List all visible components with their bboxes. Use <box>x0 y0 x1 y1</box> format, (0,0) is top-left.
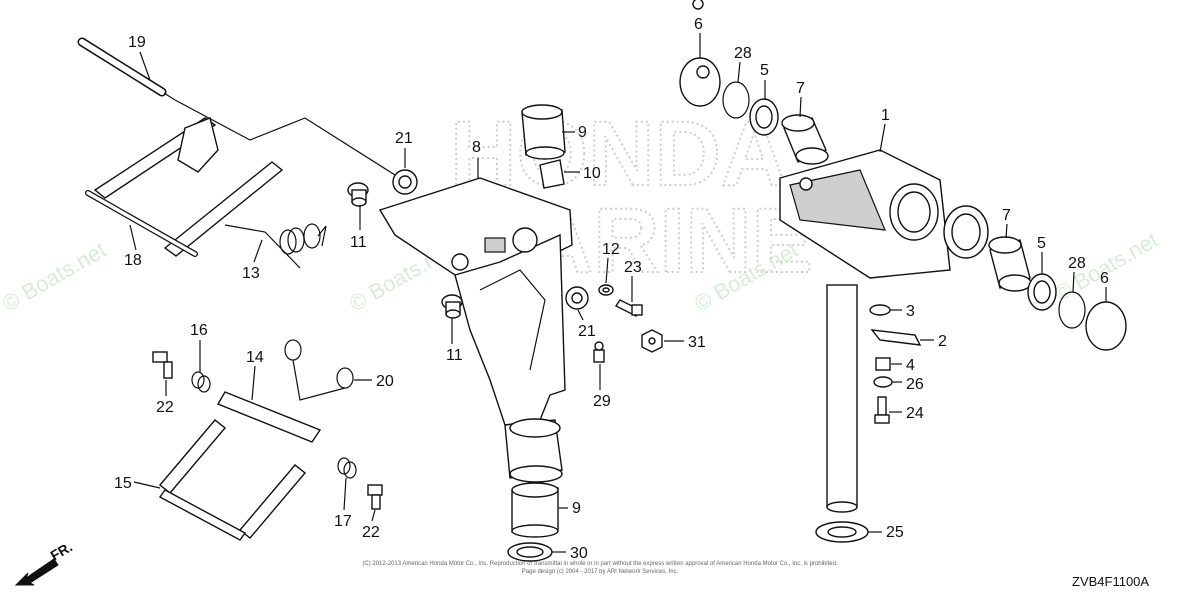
part-6-cap-upper <box>679 57 721 107</box>
callout-20: 20 <box>376 373 394 390</box>
watermark: © Boats.net <box>0 237 110 316</box>
callout-30: 30 <box>570 545 588 562</box>
reference-mark <box>692 0 704 10</box>
part-1-swivel-shaft <box>779 149 989 513</box>
part-22-bolt-left <box>152 351 173 379</box>
copyright-line-2: Page design (c) 2004 - 2017 by ARI Netwo… <box>521 569 679 575</box>
callout-28: 28 <box>1068 255 1086 272</box>
callout-5: 5 <box>1037 235 1046 252</box>
part-11-bushing-lower <box>441 294 463 319</box>
callout-19: 19 <box>128 34 146 51</box>
callout-6: 6 <box>694 16 703 33</box>
part-31-nut <box>641 329 663 353</box>
part-12-washer <box>598 284 614 296</box>
part-28-circlip-lower <box>1058 291 1086 329</box>
callout-7: 7 <box>796 80 805 97</box>
part-4-collar <box>875 357 891 371</box>
part-6-cap-lower <box>1085 301 1127 351</box>
diagram-code: ZVB4F1100A <box>1072 574 1150 589</box>
part-2-arm <box>870 329 922 346</box>
part-9-bushing-lower <box>511 482 559 538</box>
callout-13: 13 <box>242 265 260 282</box>
part-20-spring <box>284 339 354 401</box>
part-3-clip <box>869 304 891 316</box>
part-28-circlip-upper <box>722 81 750 119</box>
part-5-washer-lower <box>1027 273 1057 311</box>
callout-21: 21 <box>578 323 596 340</box>
part-9-bushing-upper <box>521 104 566 160</box>
callout-11: 11 <box>350 234 367 251</box>
part-15-bracket <box>158 419 306 541</box>
callout-8: 8 <box>472 139 481 156</box>
part-23-bolt <box>614 299 643 317</box>
callout-10: 10 <box>583 165 601 182</box>
part-11-bushing <box>347 182 369 207</box>
callout-24: 24 <box>906 405 924 422</box>
part-24-bolt <box>874 396 890 424</box>
callout-22: 22 <box>156 399 174 416</box>
part-13-spring <box>224 223 327 269</box>
part-25-washer <box>815 521 869 543</box>
callout-9: 9 <box>572 500 581 517</box>
part-30-seal <box>507 542 553 562</box>
part-29-grease-nipple <box>593 341 605 363</box>
callout-4: 4 <box>906 357 915 374</box>
part-22-bolt-right <box>367 484 383 510</box>
callout-7: 7 <box>1002 207 1011 224</box>
callout-25: 25 <box>886 524 904 541</box>
callout-5: 5 <box>760 62 769 79</box>
part-21-bushing-lower <box>565 286 589 310</box>
part-18-bracket <box>85 117 284 257</box>
part-16-spring <box>191 371 211 393</box>
part-7-bushing-upper <box>781 114 829 165</box>
callouts: 19 18 13 21 11 8 9 10 12 23 21 11 29 31 … <box>114 16 1109 562</box>
callout-28: 28 <box>734 45 752 62</box>
part-19-pin <box>77 37 176 101</box>
part-17-spring <box>337 457 357 479</box>
callout-16: 16 <box>190 322 208 339</box>
callout-6: 6 <box>1100 270 1109 287</box>
callout-23: 23 <box>624 259 642 276</box>
copyright-notice: (C) 2012-2013 American Honda Motor Co., … <box>330 560 870 576</box>
callout-2: 2 <box>938 333 947 350</box>
callout-3: 3 <box>906 303 915 320</box>
callout-14: 14 <box>246 349 264 366</box>
part-21-bushing <box>392 169 418 195</box>
part-10-plate <box>539 159 565 189</box>
callout-9: 9 <box>578 124 587 141</box>
callout-12: 12 <box>602 241 620 258</box>
callout-1: 1 <box>881 107 890 124</box>
part-26-washer <box>873 376 893 388</box>
copyright-line-1: (C) 2012-2013 American Honda Motor Co., … <box>362 561 838 567</box>
callout-31: 31 <box>688 334 706 351</box>
callout-15: 15 <box>114 475 132 492</box>
part-5-washer-upper <box>749 98 779 136</box>
callout-18: 18 <box>124 252 142 269</box>
callout-11: 11 <box>446 347 463 364</box>
part-14-plate <box>216 391 322 443</box>
leader-line <box>174 99 396 176</box>
part-7-bushing-lower <box>988 236 1032 292</box>
callout-29: 29 <box>593 393 611 410</box>
callout-22: 22 <box>362 524 380 541</box>
callout-17: 17 <box>334 513 352 530</box>
front-arrow: FR. <box>14 538 94 590</box>
part-8-swivel-case <box>378 177 573 483</box>
callout-21: 21 <box>395 130 413 147</box>
callout-26: 26 <box>906 376 924 393</box>
